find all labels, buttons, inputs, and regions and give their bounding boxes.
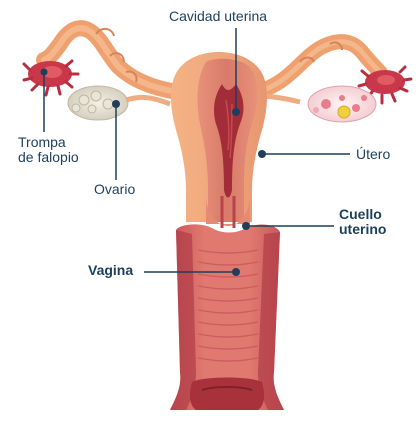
dot-trompa: [41, 69, 48, 76]
label-cuello-uterino: Cuello uterino: [339, 207, 386, 237]
label-cavidad-uterina: Cavidad uterina: [169, 9, 267, 24]
label-cuello-line1: Cuello: [339, 207, 386, 222]
dot-cavidad: [232, 108, 240, 116]
label-utero: Útero: [356, 147, 390, 162]
dot-ovario: [112, 100, 120, 108]
dot-cuello: [242, 222, 250, 230]
label-trompa-line2: de falopio: [18, 150, 108, 165]
label-cuello-line2: uterino: [339, 222, 386, 237]
label-trompa-de-falopio: Trompa de falopio: [18, 135, 108, 165]
dot-utero: [258, 150, 266, 158]
label-ovario: Ovario: [94, 182, 135, 197]
uterus: [171, 52, 267, 228]
left-fimbriae: [24, 61, 78, 95]
dot-vagina: [232, 268, 240, 276]
vagina: [170, 224, 284, 410]
label-vagina: Vagina: [88, 263, 133, 278]
label-trompa-line1: Trompa: [18, 135, 108, 150]
